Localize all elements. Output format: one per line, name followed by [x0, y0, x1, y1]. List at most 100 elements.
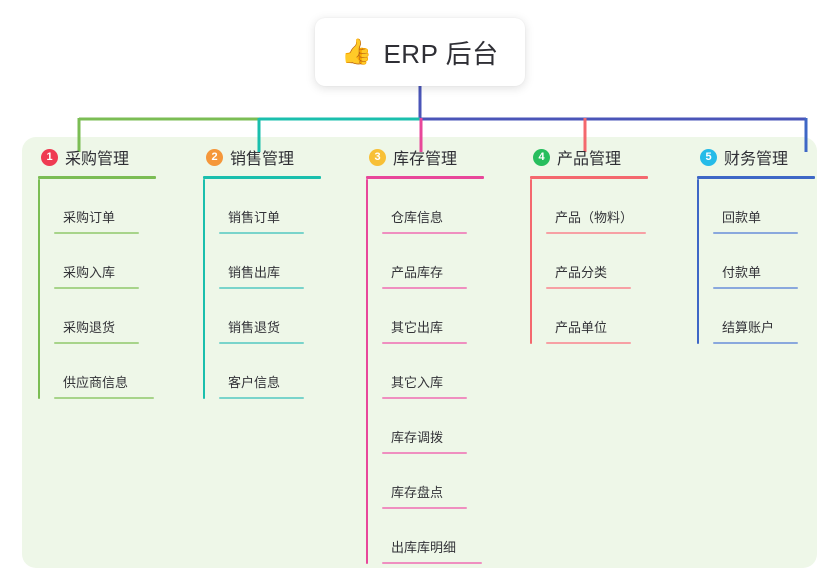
- column-badge-2: 2: [206, 148, 223, 166]
- column-sales: 2 销售管理销售订单销售出库销售退货客户信息: [203, 144, 363, 399]
- column-header[interactable]: 2 销售管理: [203, 144, 363, 170]
- menu-item-rule: [382, 397, 467, 399]
- menu-item-label: 回款单: [722, 210, 762, 225]
- column-title: 销售管理: [230, 151, 295, 168]
- menu-item-rule: [546, 232, 646, 234]
- column-header-rule: [530, 176, 648, 179]
- menu-item-rule: [382, 232, 467, 234]
- column-items: 回款单付款单结算账户: [697, 179, 839, 344]
- menu-item-label: 销售退货: [228, 320, 281, 335]
- menu-item-rule: [219, 232, 304, 234]
- menu-item-label: 采购订单: [63, 210, 116, 225]
- column-items: 仓库信息产品库存其它出库其它入库库存调拨库存盘点出库库明细: [366, 179, 526, 564]
- menu-item-rule: [54, 342, 139, 344]
- menu-item-rule: [713, 232, 798, 234]
- column-purchasing: 1 采购管理采购订单采购入库采购退货供应商信息: [38, 144, 198, 399]
- column-title: 产品管理: [557, 151, 622, 168]
- menu-item-rule: [54, 287, 139, 289]
- column-spine: [203, 179, 205, 399]
- column-header-rule: [38, 176, 156, 179]
- menu-item-rule: [546, 287, 631, 289]
- root-node-card[interactable]: 👍 ERP 后台: [315, 18, 525, 86]
- menu-item-rule: [546, 342, 631, 344]
- menu-item[interactable]: 产品库存: [382, 234, 526, 289]
- column-badge-5: 5: [700, 148, 717, 166]
- column-header-rule: [366, 176, 484, 179]
- column-finance: 5 财务管理回款单付款单结算账户: [697, 144, 839, 344]
- column-badge-1: 1: [41, 148, 58, 166]
- menu-item-rule: [382, 452, 467, 454]
- menu-item[interactable]: 采购订单: [54, 179, 198, 234]
- column-product: 4 产品管理产品（物料） 产品分类产品单位: [530, 144, 690, 344]
- menu-item-label: 销售出库: [228, 265, 281, 280]
- column-items: 产品（物料） 产品分类产品单位: [530, 179, 690, 344]
- menu-item[interactable]: 产品单位: [546, 289, 690, 344]
- menu-item[interactable]: 结算账户: [713, 289, 839, 344]
- menu-item-label: 其它入库: [391, 375, 444, 390]
- column-items: 采购订单采购入库采购退货供应商信息: [38, 179, 198, 399]
- menu-item[interactable]: 采购入库: [54, 234, 198, 289]
- column-items: 销售订单销售出库销售退货客户信息: [203, 179, 363, 399]
- menu-item-label: 供应商信息: [63, 375, 129, 390]
- menu-item-rule: [382, 562, 482, 564]
- menu-item-label: 产品分类: [555, 265, 608, 280]
- menu-item-rule: [713, 342, 798, 344]
- column-header[interactable]: 3 库存管理: [366, 144, 526, 170]
- column-title: 库存管理: [393, 151, 458, 168]
- menu-item[interactable]: 库存盘点: [382, 454, 526, 509]
- menu-item[interactable]: 仓库信息: [382, 179, 526, 234]
- menu-item[interactable]: 产品（物料）: [546, 179, 690, 234]
- menu-item-label: 付款单: [722, 265, 762, 280]
- menu-item[interactable]: 供应商信息: [54, 344, 198, 399]
- menu-item-label: 产品（物料）: [555, 210, 634, 225]
- column-header[interactable]: 1 采购管理: [38, 144, 198, 170]
- menu-item[interactable]: 客户信息: [219, 344, 363, 399]
- menu-item-label: 其它出库: [391, 320, 444, 335]
- menu-item-label: 采购退货: [63, 320, 116, 335]
- menu-item-label: 仓库信息: [391, 210, 444, 225]
- menu-item-label: 出库库明细: [391, 540, 457, 555]
- menu-item[interactable]: 产品分类: [546, 234, 690, 289]
- content-panel: [22, 137, 817, 568]
- menu-item[interactable]: 销售出库: [219, 234, 363, 289]
- menu-item[interactable]: 销售订单: [219, 179, 363, 234]
- column-badge-4: 4: [533, 148, 550, 166]
- menu-item[interactable]: 库存调拨: [382, 399, 526, 454]
- menu-item-rule: [219, 342, 304, 344]
- menu-item[interactable]: 回款单: [713, 179, 839, 234]
- menu-item[interactable]: 采购退货: [54, 289, 198, 344]
- column-badge-3: 3: [369, 148, 386, 166]
- column-header-rule: [203, 176, 321, 179]
- menu-item-label: 产品单位: [555, 320, 608, 335]
- menu-item-rule: [382, 507, 467, 509]
- menu-item-label: 客户信息: [228, 375, 281, 390]
- menu-item-rule: [54, 397, 154, 399]
- column-inventory: 3 库存管理仓库信息产品库存其它出库其它入库库存调拨库存盘点出库库明细: [366, 144, 526, 564]
- column-title: 财务管理: [724, 151, 789, 168]
- column-header[interactable]: 4 产品管理: [530, 144, 690, 170]
- thumbs-up-icon: 👍: [341, 37, 373, 66]
- menu-item[interactable]: 出库库明细: [382, 509, 526, 564]
- column-spine: [366, 179, 368, 564]
- column-header[interactable]: 5 财务管理: [697, 144, 839, 170]
- menu-item[interactable]: 其它入库: [382, 344, 526, 399]
- menu-item[interactable]: 其它出库: [382, 289, 526, 344]
- column-spine: [697, 179, 699, 344]
- column-title: 采购管理: [65, 151, 130, 168]
- menu-item-label: 产品库存: [391, 265, 444, 280]
- menu-item-rule: [219, 397, 304, 399]
- menu-item-label: 库存调拨: [391, 430, 444, 445]
- menu-item[interactable]: 销售退货: [219, 289, 363, 344]
- menu-item[interactable]: 付款单: [713, 234, 839, 289]
- column-spine: [530, 179, 532, 344]
- menu-item-label: 结算账户: [722, 320, 775, 335]
- menu-item-rule: [382, 342, 467, 344]
- menu-item-rule: [54, 232, 139, 234]
- column-spine: [38, 179, 40, 399]
- menu-item-label: 销售订单: [228, 210, 281, 225]
- menu-item-label: 库存盘点: [391, 485, 444, 500]
- menu-item-rule: [713, 287, 798, 289]
- menu-item-rule: [382, 287, 467, 289]
- root-title: ERP 后台: [383, 38, 499, 69]
